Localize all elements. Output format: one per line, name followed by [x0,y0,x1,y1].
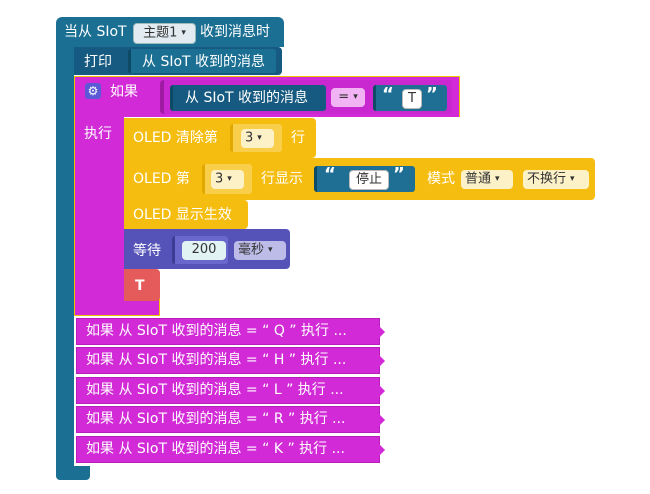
collapsed-if-text: 如果 从 SIoT 收到的消息 = “ H ” 执行 ... [86,352,347,368]
oled-line-number-dropdown[interactable]: 3▾ [211,170,244,189]
gear-icon[interactable]: ⚙ [85,83,101,99]
dropdown-arrow-icon: ▾ [353,92,358,102]
wait-value-input[interactable]: 200 [182,241,226,260]
quote-open: “ [382,84,394,105]
oled-clear-suffix: 行 [291,130,305,146]
string-value-input[interactable]: T [402,89,422,109]
oled-wrap-value: 不换行 [527,171,567,187]
quote-close: ” [393,164,405,185]
wait-label: 等待 [133,243,161,259]
oled-show-label: OLED 显示生效 [133,207,232,223]
oled-clear-line-value: 3 [245,130,254,146]
collapsed-if-text: 如果 从 SIoT 收到的消息 = “ L ” 执行 ... [86,382,344,398]
oled-text-value: 停止 [355,172,382,187]
condition-source-label: 从 SIoT 收到的消息 [185,90,309,106]
oled-line-number-value: 3 [215,171,224,187]
dropdown-arrow-icon: ▾ [268,245,273,255]
t-block-label: T [135,278,145,294]
collapsed-if-text: 如果 从 SIoT 收到的消息 = “ Q ” 执行 ... [86,323,347,339]
oled-clear-block[interactable] [124,118,316,158]
t-block[interactable] [124,269,160,301]
wait-unit-value: 毫秒 [238,242,265,258]
print-value-label: 从 SIoT 收到的消息 [142,54,266,70]
string-value: T [408,91,416,106]
collapsed-if-block[interactable]: 如果 从 SIoT 收到的消息 = “ H ” 执行 ... [76,347,385,374]
event-block-bottom [56,466,90,480]
then-label: 执行 [84,126,112,142]
collapsed-if-block[interactable]: 如果 从 SIoT 收到的消息 = “ L ” 执行 ... [76,377,385,404]
oled-mode-dropdown[interactable]: 普通▾ [461,170,513,189]
oled-show-block[interactable] [124,200,248,229]
oled-clear-line-dropdown[interactable]: 3▾ [241,129,274,148]
dropdown-arrow-icon: ▾ [495,174,500,184]
collapsed-if-text: 如果 从 SIoT 收到的消息 = “ R ” 执行 ... [86,411,346,427]
oled-clear-label: OLED 清除第 [133,130,218,146]
oled-line-middle: 行显示 [261,171,303,187]
collapsed-if-block[interactable]: 如果 从 SIoT 收到的消息 = “ K ” 执行 ... [76,436,385,463]
topic-dropdown[interactable]: 主题1▾ [133,23,196,44]
operator-dropdown[interactable]: =▾ [331,88,365,107]
print-value-slot[interactable] [128,49,276,73]
if-block-spine [74,116,124,316]
condition-source-block[interactable] [170,85,326,111]
wait-unit-dropdown[interactable]: 毫秒▾ [234,241,286,260]
collapsed-if-block[interactable]: 如果 从 SIoT 收到的消息 = “ Q ” 执行 ... [76,318,385,345]
print-label: 打印 [84,54,112,70]
quote-open: “ [324,164,336,185]
oled-mode-value: 普通 [465,171,492,187]
dropdown-arrow-icon: ▾ [570,174,575,184]
collapsed-if-text: 如果 从 SIoT 收到的消息 = “ K ” 执行 ... [86,441,345,457]
oled-mode-label: 模式 [427,171,455,187]
if-block-bottom [74,298,160,316]
dropdown-arrow-icon: ▾ [257,133,262,143]
dropdown-arrow-icon: ▾ [181,28,186,38]
wait-value: 200 [191,242,217,257]
event-suffix: 收到消息时 [200,24,270,40]
oled-wrap-dropdown[interactable]: 不换行▾ [523,170,589,189]
oled-text-input[interactable]: 停止 [349,170,389,190]
collapsed-if-block[interactable]: 如果 从 SIoT 收到的消息 = “ R ” 执行 ... [76,406,385,433]
operator-value: = [338,89,350,105]
event-prefix: 当从 SIoT [64,24,127,40]
if-label: 如果 [110,84,138,100]
dropdown-arrow-icon: ▾ [227,174,232,184]
oled-line-prefix: OLED 第 [133,171,190,187]
topic-value: 主题1 [143,25,178,41]
quote-close: ” [426,84,438,105]
event-block-spine [56,45,74,476]
